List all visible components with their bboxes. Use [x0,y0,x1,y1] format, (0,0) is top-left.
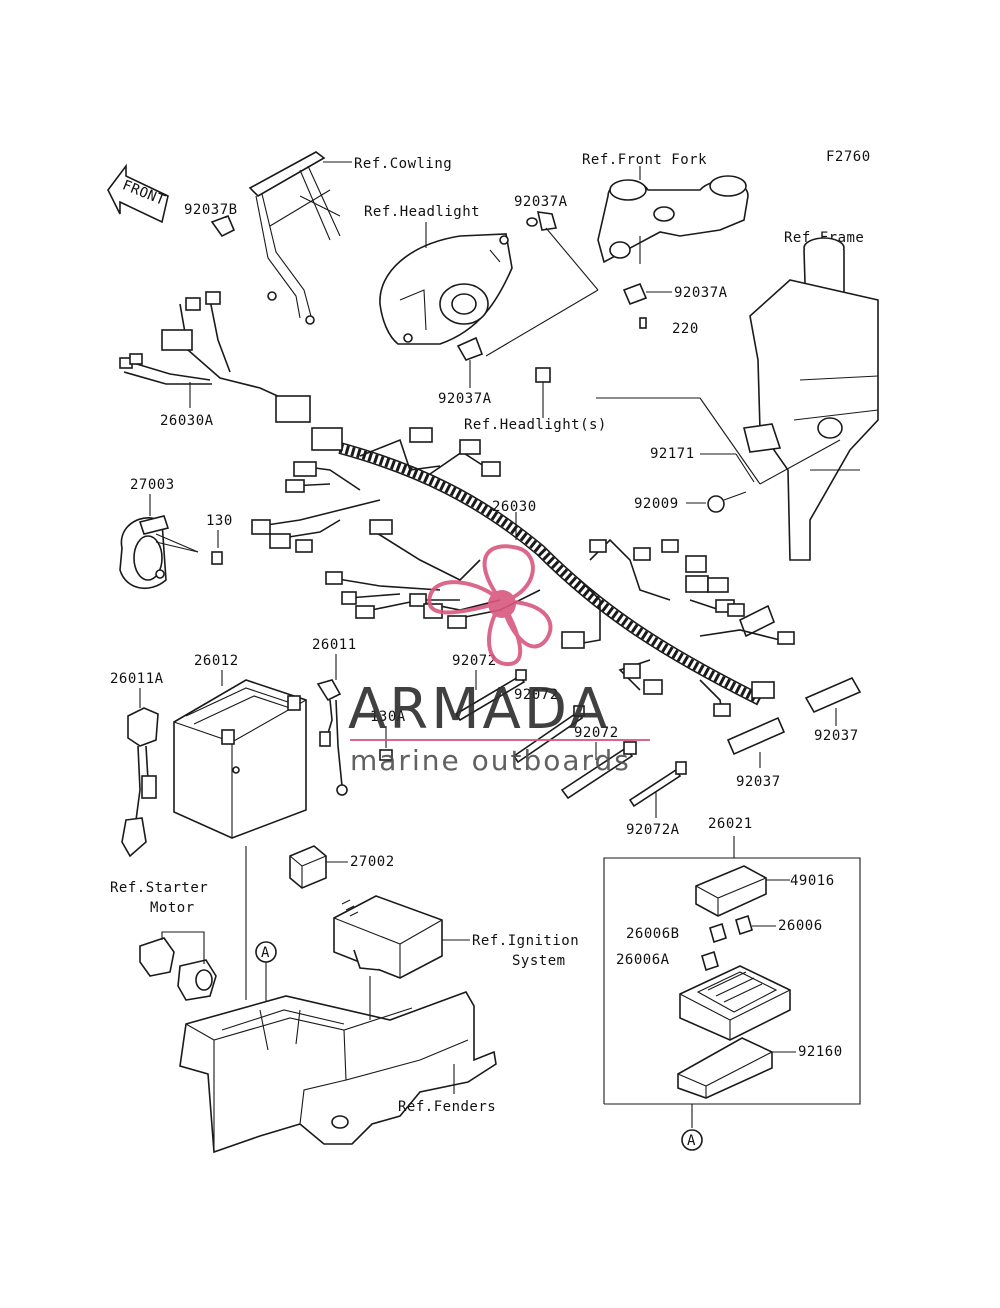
headlight-bracket [379,233,513,345]
watermark-brand: ARMADA [348,677,610,742]
starter-relay [139,937,217,1001]
bolt-130 [211,551,223,565]
cable-26011 [316,679,348,796]
label-130: 130 [206,513,233,529]
bolt-ref-headlight-s [535,367,551,418]
ignition-unit [333,895,443,979]
fuse-box-bracket-lines [603,836,861,1128]
tie-92072A [628,761,687,808]
relay-27002 [289,845,327,889]
fuse-26006A [701,950,719,972]
label-92037-a: 92037 [814,728,859,744]
label-92009: 92009 [634,496,679,512]
label-ref-fenders: Ref.Fenders [398,1099,496,1115]
fuse-box-body [679,965,791,1041]
label-26006B: 26006B [626,926,680,942]
label-92037A-fork: 92037A [674,285,728,301]
svg-text:A: A [687,1133,696,1149]
grommet-92037A-top [526,211,558,231]
label-130A: 130A [370,709,406,725]
label-ref-ignition-1: Ref.Ignition [472,933,579,949]
label-92072-c: 92072 [574,725,619,741]
bolt-130A [379,749,393,761]
label-ref-cowling: Ref.Cowling [354,156,452,172]
tie-92072-c [560,741,637,800]
label-27002: 27002 [350,854,395,870]
battery-26012 [173,679,307,839]
label-26021: 26021 [708,816,753,832]
label-92037A-top: 92037A [514,194,568,210]
label-92160: 92160 [798,1044,843,1060]
cowling-stay [248,151,352,325]
horn-27003 [119,515,170,589]
front-arrow-icon: FRONT [107,163,169,224]
label-49016: 49016 [790,873,835,889]
battery-case [179,991,497,1154]
label-26006: 26006 [778,918,823,934]
grommet-92037B [210,214,236,238]
frame-section [743,237,879,561]
label-26012: 26012 [194,653,239,669]
fuse-box-cover-49016 [695,865,767,917]
sub-harness-26030A [119,291,311,423]
cable-26011A [121,707,159,858]
label-26030A: 26030A [160,413,214,429]
label-92037B: 92037B [184,202,238,218]
grommet-92037A-fork [622,282,648,329]
label-92171: 92171 [650,446,695,462]
label-26030: 26030 [492,499,537,515]
holder-92037-b [726,716,786,756]
label-ref-front-fork: Ref.Front Fork [582,152,707,168]
propeller-logo-icon [427,544,553,667]
label-26011: 26011 [312,637,357,653]
grommet-92037A-head [456,336,484,361]
label-ref-starter-1: Ref.Starter [110,880,208,896]
figure-code: F2760 [826,149,871,165]
holder-92037-a [804,676,862,714]
fuse-26006B [709,922,727,944]
label-92072A: 92072A [626,822,680,838]
bolt-92009 [707,491,747,513]
label-ref-headlight: Ref.Headlight [364,204,480,220]
label-92072-b: 92072 [514,687,559,703]
label-ref-ignition-2: System [512,953,566,969]
label-ref-headlight-s: Ref.Headlight(s) [464,417,607,433]
label-92037A-head: 92037A [438,391,492,407]
tie-92072-b [512,705,585,764]
watermark-tagline: marine outboards [350,744,631,777]
label-92072-a: 92072 [452,653,497,669]
label-ref-starter-2: Motor [150,900,195,916]
circle-marker-a-left: A [255,941,277,963]
fuse-26006 [735,914,753,936]
main-harness-26030 [251,427,795,717]
armada-watermark: ARMADA marine outboards [348,544,650,777]
circle-marker-a-right: A [681,1129,703,1151]
tie-92072-a [454,669,527,722]
fuse-box-bottom-92160 [677,1037,773,1099]
front-fork-triple-clamp [597,175,749,264]
label-220: 220 [672,321,699,337]
label-27003: 27003 [130,477,175,493]
label-26011A: 26011A [110,671,164,687]
svg-text:A: A [261,945,270,961]
label-92037-b: 92037 [736,774,781,790]
label-26006A: 26006A [616,952,670,968]
